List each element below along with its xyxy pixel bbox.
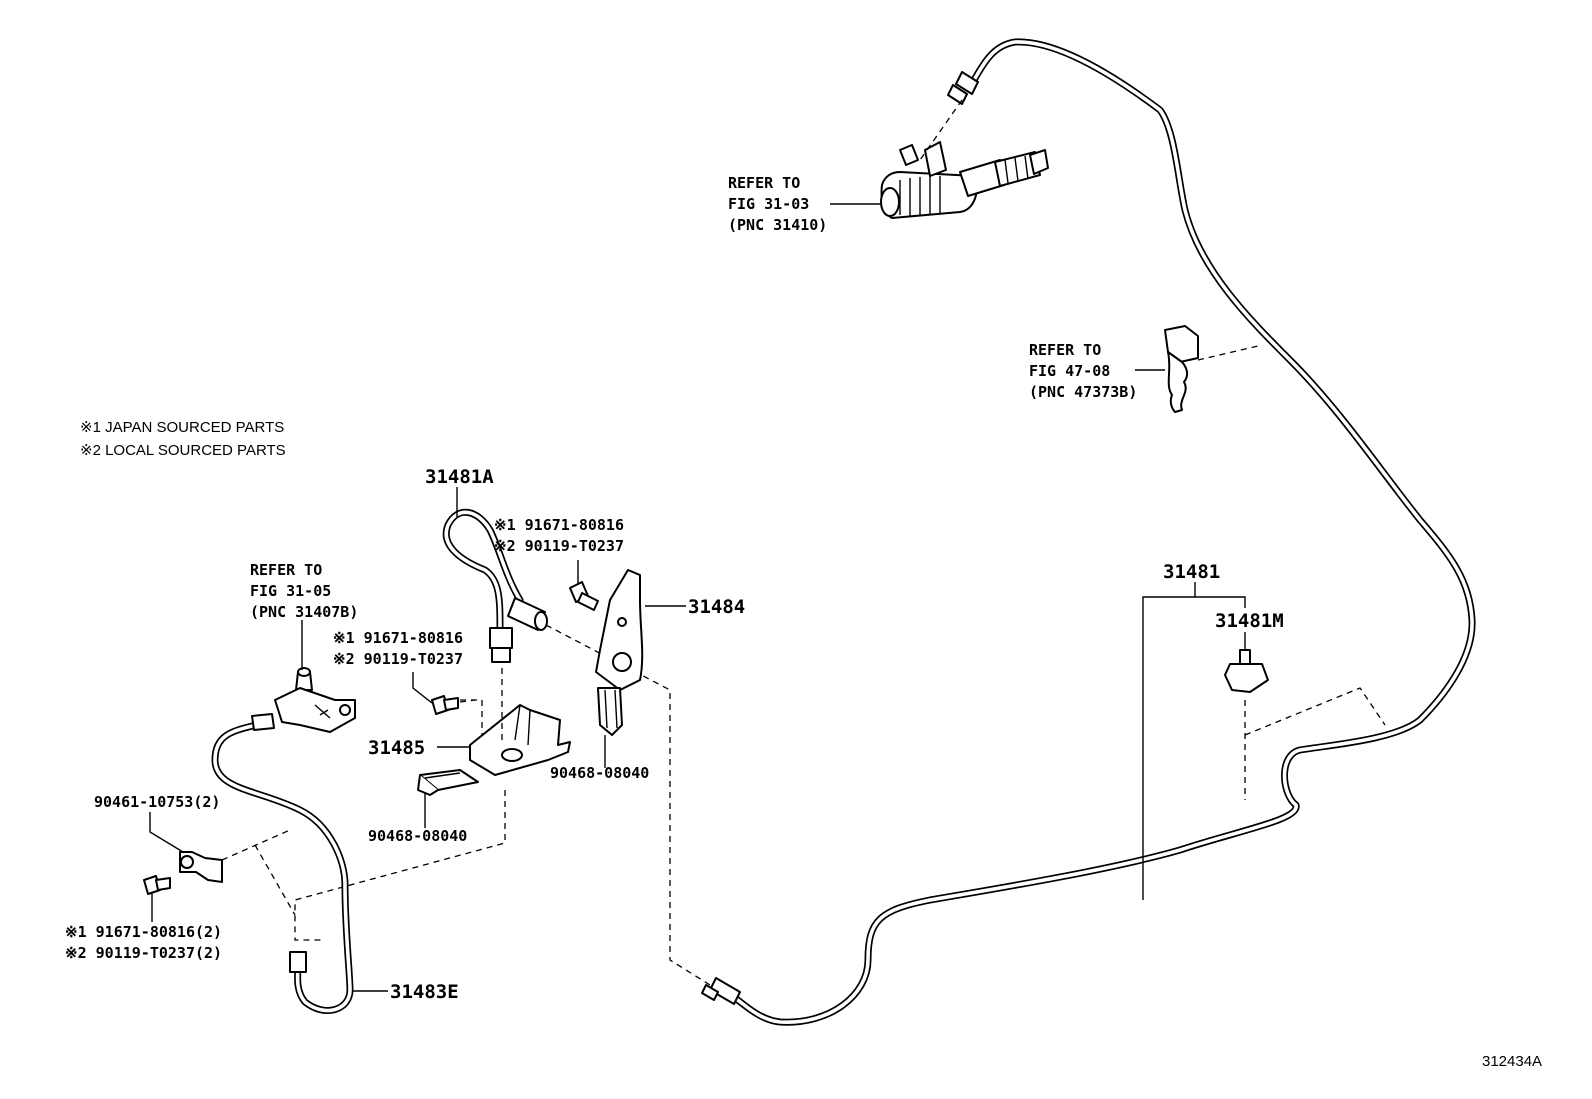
ref-master-l2: FIG 31-03: [728, 195, 809, 213]
label-31481: 31481: [1163, 561, 1220, 583]
ref-master-l3: (PNC 31410): [728, 216, 827, 234]
label-bolt-b-1: ※1 91671-80816: [333, 629, 463, 647]
clutch-pipe-31481: [701, 38, 1476, 1026]
ref-clamp-l2: FIG 47-08: [1029, 362, 1110, 380]
clip-31481M: [1224, 649, 1386, 800]
label-clip-90468-b: 90468-08040: [550, 764, 649, 782]
label-bolt-c-2: ※2 90119-T0237(2): [65, 944, 222, 962]
ref-clamp-l1: REFER TO: [1029, 341, 1101, 359]
label-31483E: 31483E: [390, 981, 459, 1003]
label-clip-90468-a: 90468-08040: [368, 827, 467, 845]
label-bolt-a-1: ※1 91671-80816: [494, 516, 624, 534]
label-bolt-b-2: ※2 90119-T0237: [333, 650, 463, 668]
pipe-31483E: [211, 713, 354, 1014]
pipe-clamp: [1164, 325, 1263, 413]
label-31481A: 31481A: [425, 466, 494, 488]
bolt-b: [412, 672, 476, 715]
label-31484: 31484: [688, 596, 745, 618]
figure-id: 312434A: [1482, 1053, 1542, 1070]
ref-clamp-l3: (PNC 47373B): [1029, 383, 1137, 401]
label-bolt-a-2: ※2 90119-T0237: [494, 537, 624, 555]
labels: REFER TO FIG 31-03 (PNC 31410) REFER TO …: [65, 174, 1542, 1070]
ref-release-l1: REFER TO: [250, 561, 322, 579]
ref-master-l1: REFER TO: [728, 174, 800, 192]
bracket-31484: [595, 569, 644, 736]
label-clip-90461: 90461-10753(2): [94, 793, 220, 811]
bracket-31485: [294, 668, 571, 941]
leader-lines: [301, 203, 1246, 992]
ref-release-l3: (PNC 31407B): [250, 603, 358, 621]
bolt-c: [143, 875, 171, 922]
ref-release-l2: FIG 31-05: [250, 582, 331, 600]
label-31485: 31485: [368, 737, 425, 759]
union-fitting: [274, 667, 356, 733]
clip-90461: [149, 812, 296, 916]
label-bolt-c-1: ※1 91671-80816(2): [65, 923, 222, 941]
master-cylinder: [880, 99, 1049, 219]
clip-90468-left: [417, 769, 479, 796]
note-local: ※2 LOCAL SOURCED PARTS: [80, 442, 286, 459]
label-31481M: 31481M: [1215, 610, 1284, 632]
bolt-a: [569, 560, 599, 611]
note-japan: ※1 JAPAN SOURCED PARTS: [80, 419, 284, 436]
